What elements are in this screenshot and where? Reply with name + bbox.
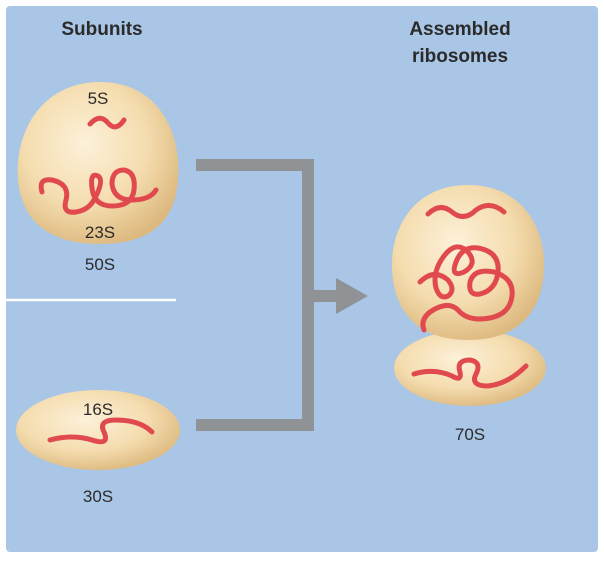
- assembled-ribosomes-heading-line2: ribosomes: [412, 46, 508, 67]
- assembled-small-part: [394, 330, 546, 406]
- assembled-rna-16s-strand: [411, 357, 529, 389]
- rna-5s-strand: [87, 115, 127, 130]
- label-23s: 23S: [85, 223, 115, 242]
- rna-16s-strand: [47, 417, 155, 445]
- label-5s: 5S: [88, 89, 109, 108]
- assembled-large-part: [391, 185, 545, 340]
- subunits-heading: Subunits: [61, 19, 142, 40]
- label-70s: 70S: [455, 425, 485, 444]
- large-subunit-50s-body: [17, 82, 179, 244]
- rna-23s-strand: [38, 167, 159, 215]
- label-30s: 30S: [83, 487, 113, 506]
- label-16s: 16S: [83, 400, 113, 419]
- assembled-rna-23s-strand: [417, 244, 515, 333]
- assembled-rna-5s-strand: [425, 203, 507, 219]
- assembly-arrow-head: [336, 278, 368, 314]
- label-50s: 50S: [85, 255, 115, 274]
- small-subunit-30s-body: [16, 390, 180, 470]
- assembled-ribosomes-heading-line1: Assembled: [409, 19, 510, 40]
